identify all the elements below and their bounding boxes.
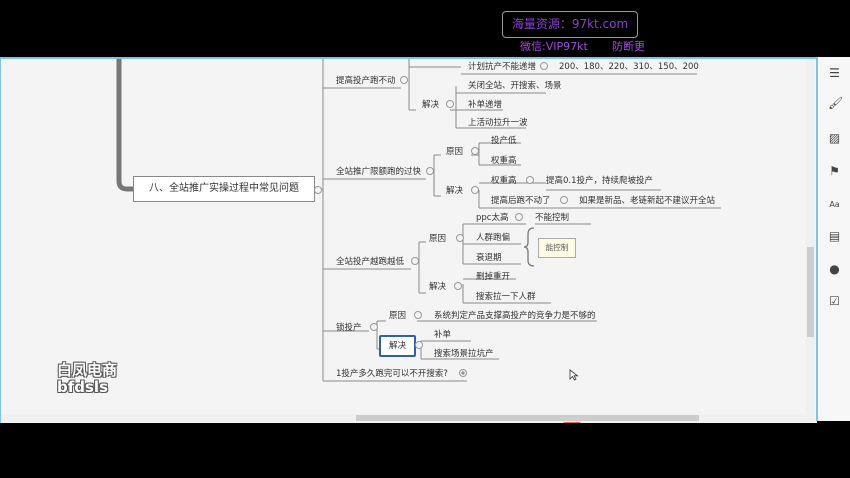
brand-id: bfdsls — [57, 378, 108, 396]
label-icon[interactable]: Aa — [829, 200, 840, 209]
node[interactable]: ppc太高 — [476, 213, 509, 223]
image-icon[interactable]: ▨ — [828, 131, 841, 145]
connector-lines — [116, 59, 721, 382]
outline-icon[interactable]: ☰ — [829, 66, 840, 80]
vertical-scroll-thumb[interactable] — [807, 247, 814, 337]
collapse-toggle[interactable] — [446, 100, 454, 108]
node[interactable]: 解决 — [429, 282, 447, 292]
node[interactable]: 关闭全站、开搜索、场景 — [468, 81, 562, 91]
node[interactable]: 不能控制 — [535, 213, 570, 223]
collapse-toggle[interactable] — [415, 341, 423, 349]
node[interactable]: 搜索场景拉坑产 — [434, 349, 494, 359]
node[interactable]: 搜索拉一下人群 — [476, 292, 536, 302]
node[interactable]: 补单 — [434, 330, 452, 340]
brand-name: 白凤电商 — [57, 361, 118, 379]
collapse-toggle[interactable] — [370, 323, 378, 331]
node[interactable]: 原因 — [429, 234, 447, 244]
summary-node[interactable]: 能控制 — [538, 238, 576, 258]
vertical-scrollbar[interactable] — [806, 59, 815, 421]
node[interactable]: 如果是新品、老链新起不建议开全站 — [579, 196, 716, 206]
node[interactable]: 系统判定产品支撑高投产的竞争力是不够的 — [434, 311, 596, 321]
node[interactable]: 解决 — [446, 186, 464, 196]
collapse-toggle[interactable] — [471, 147, 479, 155]
collapse-toggle[interactable] — [526, 176, 534, 184]
node[interactable]: 原因 — [446, 147, 464, 157]
node[interactable]: 补单递增 — [468, 100, 503, 110]
node[interactable]: 提高0.1投产，持续爬坡投产 — [546, 176, 654, 186]
task-icon[interactable]: ☑ — [829, 294, 840, 308]
brand-watermark: 白凤电商 bfdsls — [57, 362, 117, 396]
expand-plus-icon[interactable] — [459, 369, 467, 377]
node[interactable]: 投产低 — [491, 136, 517, 146]
collapse-toggle[interactable] — [411, 257, 419, 265]
collapse-toggle[interactable] — [471, 186, 479, 194]
selected-node-solve[interactable]: 解决 — [379, 335, 416, 357]
node[interactable]: 解决 — [422, 100, 440, 110]
node[interactable]: 权重高 — [491, 176, 517, 186]
watermark-note: 防断更 — [612, 40, 645, 53]
topic-budget-too-fast[interactable]: 全站推广限额跑的过快 — [336, 167, 422, 177]
horizontal-scrollbar[interactable] — [1, 414, 806, 422]
format-brush-icon[interactable]: 🖌 — [828, 96, 844, 110]
right-toolbar: ☰ 🖌 ▨ ⚑ Aa ▤ ● ☑ — [816, 57, 850, 421]
topic-roi-duration[interactable]: 1投产多久跑完可以不开搜索? — [336, 369, 448, 379]
node[interactable]: 计划抗产不能递增 — [468, 62, 537, 72]
collapse-toggle[interactable] — [454, 282, 462, 290]
node[interactable]: 原因 — [389, 311, 407, 321]
collapse-toggle[interactable] — [414, 311, 422, 319]
node[interactable]: 删掉重开 — [476, 272, 511, 282]
topic-raise-roi-stuck[interactable]: 提高投产跑不动 — [336, 76, 396, 86]
topic-roi-dropping[interactable]: 全站投产越跑越低 — [336, 257, 405, 267]
collapse-toggle[interactable] — [456, 234, 464, 242]
flag-icon[interactable]: ⚑ — [829, 164, 840, 178]
topic-lock-roi[interactable]: 锁投产 — [336, 323, 362, 333]
node[interactable]: 上活动拉升一波 — [468, 118, 528, 128]
brace-icon — [523, 227, 535, 267]
node[interactable]: 提高后跑不动了 — [491, 196, 551, 206]
watermark-wechat: 微信:VIP97kt — [520, 40, 588, 53]
cursor-icon — [569, 369, 579, 381]
collapse-toggle[interactable] — [314, 186, 322, 194]
node[interactable]: 衰退期 — [476, 253, 502, 263]
node[interactable]: 人群跑偏 — [476, 233, 511, 243]
watermark-site: 海量资源：97kt.com — [502, 11, 638, 38]
node[interactable]: 权重高 — [491, 156, 517, 166]
horizontal-scroll-thumb[interactable] — [356, 415, 699, 421]
note-icon[interactable]: ▤ — [828, 229, 841, 243]
collapse-toggle[interactable] — [400, 76, 408, 84]
comment-icon[interactable]: ● — [829, 262, 840, 276]
node[interactable]: 200、180、220、310、150、200 — [559, 62, 699, 72]
collapse-toggle[interactable] — [515, 213, 523, 221]
collapse-toggle[interactable] — [560, 196, 568, 204]
mindmap-canvas[interactable]: 八、全站推广实操过程中常见问题 提高投产跑不动 计划抗产不能递增 200、180… — [0, 57, 817, 423]
collapse-toggle[interactable] — [426, 167, 434, 175]
root-node[interactable]: 八、全站推广实操过程中常见问题 — [133, 176, 315, 202]
collapse-toggle[interactable] — [540, 62, 548, 70]
